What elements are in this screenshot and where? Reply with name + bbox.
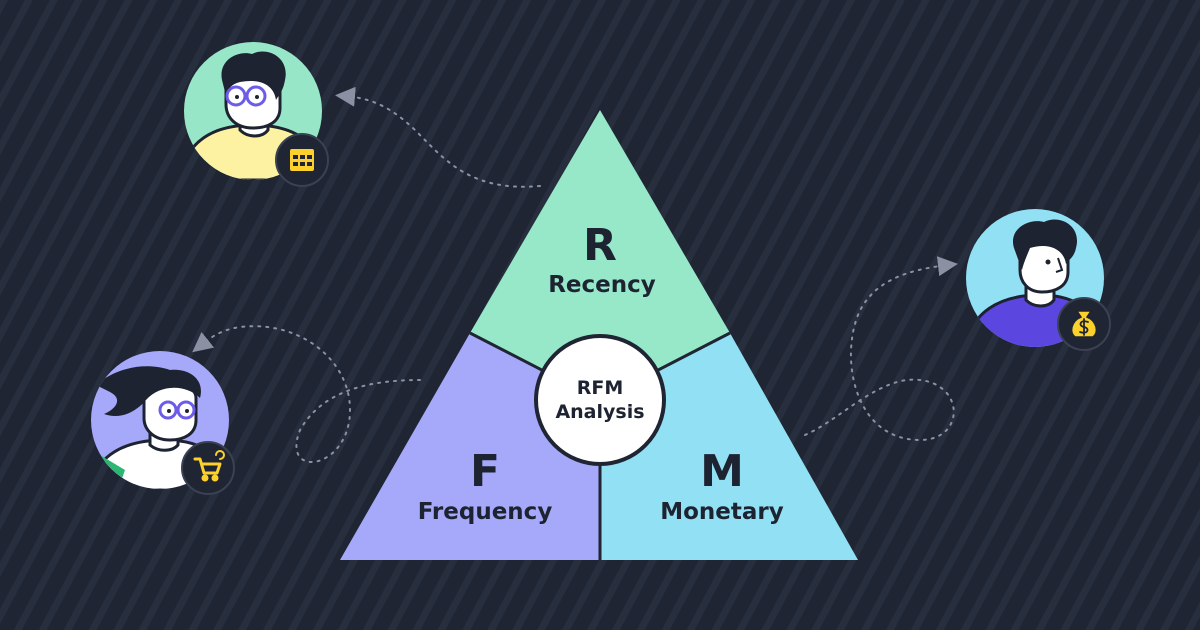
frequency-letter: F <box>470 446 500 497</box>
avatar-frequency-customer <box>91 351 235 495</box>
avatar-monetary-customer <box>966 209 1111 351</box>
center-title-line2: Analysis <box>555 401 644 423</box>
frequency-label: Frequency <box>418 499 553 525</box>
connector-monetary <box>804 256 958 442</box>
center-circle <box>534 334 666 466</box>
glasses-left <box>158 400 178 420</box>
glasses-right <box>245 85 267 107</box>
connector-recency <box>335 86 541 188</box>
hair <box>1012 219 1078 270</box>
monetary-letter: M <box>700 446 744 497</box>
badge <box>181 441 235 495</box>
monetary-label: Monetary <box>660 499 784 525</box>
shopping-cart-icon <box>193 450 225 482</box>
glasses-right <box>176 400 196 420</box>
hair <box>96 366 201 417</box>
calendar-icon <box>290 149 314 171</box>
hair <box>221 51 286 100</box>
avatar-recency-customer <box>184 42 329 187</box>
segment-recency <box>600 110 730 400</box>
center-title-line1: RFM <box>577 377 624 399</box>
glasses-left <box>225 85 247 107</box>
segment-recency-left <box>470 110 600 400</box>
money-bag-icon <box>1070 310 1098 338</box>
rfm-triangle: RFM Analysis R Recency F Frequency M Mon… <box>340 110 858 560</box>
recency-letter: R <box>583 220 617 271</box>
connector-paths <box>192 86 958 464</box>
recency-label: Recency <box>548 272 656 298</box>
